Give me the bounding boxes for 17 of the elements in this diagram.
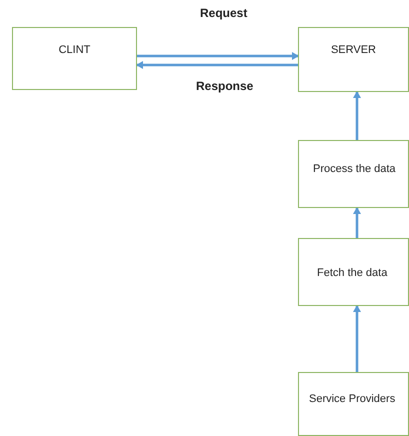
edge-label: Request [200, 6, 248, 20]
edge-label: Response [196, 79, 254, 93]
node-label: SERVER [330, 44, 378, 56]
node-label: Fetch the data [317, 267, 388, 279]
arrow [137, 52, 299, 60]
node-label: Process the data [313, 163, 396, 175]
process-box [298, 372, 409, 436]
process-box [298, 140, 409, 208]
arrow [353, 305, 361, 372]
process-box [298, 238, 409, 306]
arrow [136, 61, 298, 69]
process-box [12, 27, 137, 90]
arrow [353, 207, 361, 238]
arrow [353, 91, 361, 140]
process-box [298, 27, 409, 92]
node-label: Service Providers [309, 393, 396, 405]
node-label: CLINT [58, 44, 92, 56]
